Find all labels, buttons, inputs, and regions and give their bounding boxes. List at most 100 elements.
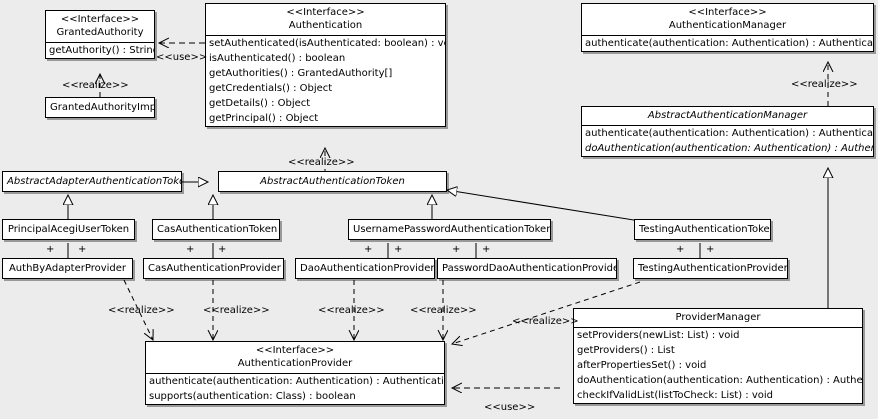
- class-box-abstract-authentication-token[interactable]: AbstractAuthenticationToken: [218, 171, 447, 192]
- operation-item: getAuthority() : String: [49, 45, 155, 56]
- class-box-provider-manager[interactable]: ProviderManager setProviders(newList: Li…: [573, 308, 863, 404]
- class-name: CasAuthenticationToken: [157, 224, 278, 235]
- operation-item: afterPropertiesSet() : void: [577, 360, 707, 371]
- class-box-testing-authentication-token[interactable]: TestingAuthenticationToken: [634, 219, 771, 240]
- class-name: PasswordDaoAuthenticationProvider: [442, 263, 617, 274]
- association-marker-plus: +: [676, 244, 685, 255]
- operation-item: authenticate(authentication: Authenticat…: [585, 128, 874, 139]
- class-header: AbstractAdapterAuthenticationToken: [3, 172, 181, 191]
- class-name: GrantedAuthority: [56, 27, 144, 38]
- stereotype-label: <<Interface>>: [255, 345, 335, 356]
- class-box-auth-by-adapter-provider[interactable]: AuthByAdapterProvider: [2, 258, 133, 279]
- association-marker-plus: +: [482, 244, 491, 255]
- operations-compartment: getAuthority() : String: [46, 43, 154, 58]
- operation-item: authenticate(authentication: Authenticat…: [585, 38, 874, 49]
- class-header: PasswordDaoAuthenticationProvider: [438, 259, 616, 278]
- class-box-principal-acegi-user-token[interactable]: PrincipalAcegiUserToken: [2, 219, 135, 240]
- operation-item: getProviders() : List: [577, 345, 675, 356]
- class-header: CasAuthenticationProvider: [144, 259, 283, 278]
- class-box-authentication-manager[interactable]: <<Interface>> AuthenticationManager auth…: [581, 3, 874, 52]
- class-header: CasAuthenticationToken: [153, 220, 279, 239]
- edge-label-realize-testing-authentication-provider: <<realize>>: [512, 316, 579, 327]
- edge-label-realize-cas-authentication-provider: <<realize>>: [203, 305, 270, 316]
- compartment-divider: [46, 42, 154, 43]
- association-marker-plus: +: [46, 244, 55, 255]
- operations-compartment: setProviders(newList: List) : void getPr…: [574, 328, 862, 403]
- class-header: AbstractAuthenticationManager: [582, 107, 873, 125]
- operations-compartment: setAuthenticated(isAuthenticated: boolea…: [206, 36, 445, 126]
- class-header: UsernamePasswordAuthenticationToken: [349, 220, 550, 239]
- association-marker-plus: +: [394, 244, 403, 255]
- class-name: TestingAuthenticationProvider: [638, 263, 788, 274]
- edge-label-use-authentication-granted-authority: <<use>>: [156, 52, 208, 63]
- class-box-granted-authority[interactable]: <<Interface>> GrantedAuthority getAuthor…: [45, 10, 155, 59]
- class-name: AbstractAdapterAuthenticationToken: [7, 176, 182, 187]
- class-box-testing-authentication-provider[interactable]: TestingAuthenticationProvider: [633, 258, 788, 279]
- stereotype-label: <<Interface>>: [286, 7, 365, 18]
- class-box-dao-authentication-provider[interactable]: DaoAuthenticationProvider: [295, 258, 435, 279]
- class-header: TestingAuthenticationProvider: [634, 259, 787, 278]
- class-box-abstract-adapter-authentication-token[interactable]: AbstractAdapterAuthenticationToken: [2, 171, 182, 192]
- edge-label-realize-auth-by-adapter-provider: <<realize>>: [108, 305, 175, 316]
- class-name: ProviderManager: [675, 312, 761, 323]
- class-name: GrantedAuthorityImpl: [50, 102, 155, 113]
- operation-item: setProviders(newList: List) : void: [577, 330, 740, 341]
- association-marker-plus: +: [452, 244, 461, 255]
- class-header: <<Interface>> AuthenticationProvider: [146, 342, 444, 373]
- edge-label-use-provider-manager: <<use>>: [484, 402, 536, 413]
- class-name: PrincipalAcegiUserToken: [7, 224, 130, 235]
- class-name: CasAuthenticationProvider: [148, 263, 281, 274]
- class-header: PrincipalAcegiUserToken: [3, 220, 134, 239]
- compartment-divider: [582, 35, 873, 36]
- operation-item: doAuthentication(authentication: Authent…: [585, 143, 873, 154]
- class-header: AbstractAuthenticationToken: [219, 172, 446, 191]
- class-header: AuthByAdapterProvider: [3, 259, 132, 278]
- edge-label-realize-abstract-authentication-token: <<realize>>: [288, 157, 355, 168]
- edge-label-realize-abstract-authentication-manager: <<realize>>: [791, 79, 858, 90]
- operation-item: setAuthenticated(isAuthenticated: boolea…: [209, 38, 446, 49]
- class-box-username-password-authentication-token[interactable]: UsernamePasswordAuthenticationToken: [348, 219, 551, 240]
- class-name: AuthenticationManager: [668, 20, 787, 31]
- association-marker-plus: +: [78, 244, 87, 255]
- operation-item: isAuthenticated() : boolean: [209, 53, 346, 64]
- class-name: Authentication: [288, 20, 363, 31]
- class-box-abstract-authentication-manager[interactable]: AbstractAuthenticationManager authentica…: [581, 106, 874, 157]
- class-box-password-dao-authentication-provider[interactable]: PasswordDaoAuthenticationProvider: [437, 258, 617, 279]
- class-header: <<Interface>> GrantedAuthority: [46, 11, 154, 42]
- class-box-authentication[interactable]: <<Interface>> Authentication setAuthenti…: [205, 3, 446, 127]
- class-header: TestingAuthenticationToken: [635, 220, 770, 239]
- class-header: DaoAuthenticationProvider: [296, 259, 434, 278]
- class-box-granted-authority-impl[interactable]: GrantedAuthorityImpl: [45, 97, 155, 118]
- operations-compartment: authenticate(authentication: Authenticat…: [582, 126, 873, 156]
- class-header: GrantedAuthorityImpl: [46, 98, 154, 117]
- association-marker-plus: +: [364, 244, 373, 255]
- operations-compartment: authenticate(authentication: Authenticat…: [146, 374, 444, 404]
- class-box-cas-authentication-token[interactable]: CasAuthenticationToken: [152, 219, 280, 240]
- edge-label-realize-dao-authentication-provider: <<realize>>: [318, 305, 385, 316]
- operation-item: checkIfValidList(listToCheck: List) : vo…: [577, 390, 774, 401]
- association-marker-plus: +: [218, 244, 227, 255]
- stereotype-label: <<Interface>>: [688, 7, 767, 18]
- association-marker-plus: +: [706, 244, 715, 255]
- class-box-authentication-provider[interactable]: <<Interface>> AuthenticationProvider aut…: [145, 341, 445, 405]
- association-marker-plus: +: [186, 244, 195, 255]
- operation-item: getCredentials() : Object: [209, 83, 333, 94]
- class-name: AbstractAuthenticationToken: [260, 176, 405, 187]
- class-name: AuthByAdapterProvider: [8, 263, 127, 274]
- edge-label-realize-password-dao-authentication-provider: <<realize>>: [410, 305, 477, 316]
- operation-item: getPrincipal() : Object: [209, 113, 319, 124]
- edge-label-realize-granted-authority-impl: <<realize>>: [62, 80, 129, 91]
- class-box-cas-authentication-provider[interactable]: CasAuthenticationProvider: [143, 258, 284, 279]
- operation-item: supports(authentication: Class) : boolea…: [149, 391, 356, 402]
- compartment-divider: [574, 327, 862, 328]
- stereotype-label: <<Interface>>: [60, 14, 140, 25]
- operation-item: authenticate(authentication: Authenticat…: [149, 376, 445, 387]
- class-name: TestingAuthenticationToken: [639, 224, 771, 235]
- compartment-divider: [582, 125, 873, 126]
- class-name: AuthenticationProvider: [237, 358, 353, 369]
- class-name: DaoAuthenticationProvider: [300, 263, 435, 274]
- operation-item: getDetails() : Object: [209, 98, 311, 109]
- operation-item: doAuthentication(authentication: Authent…: [577, 375, 863, 386]
- class-header: <<Interface>> Authentication: [206, 4, 445, 35]
